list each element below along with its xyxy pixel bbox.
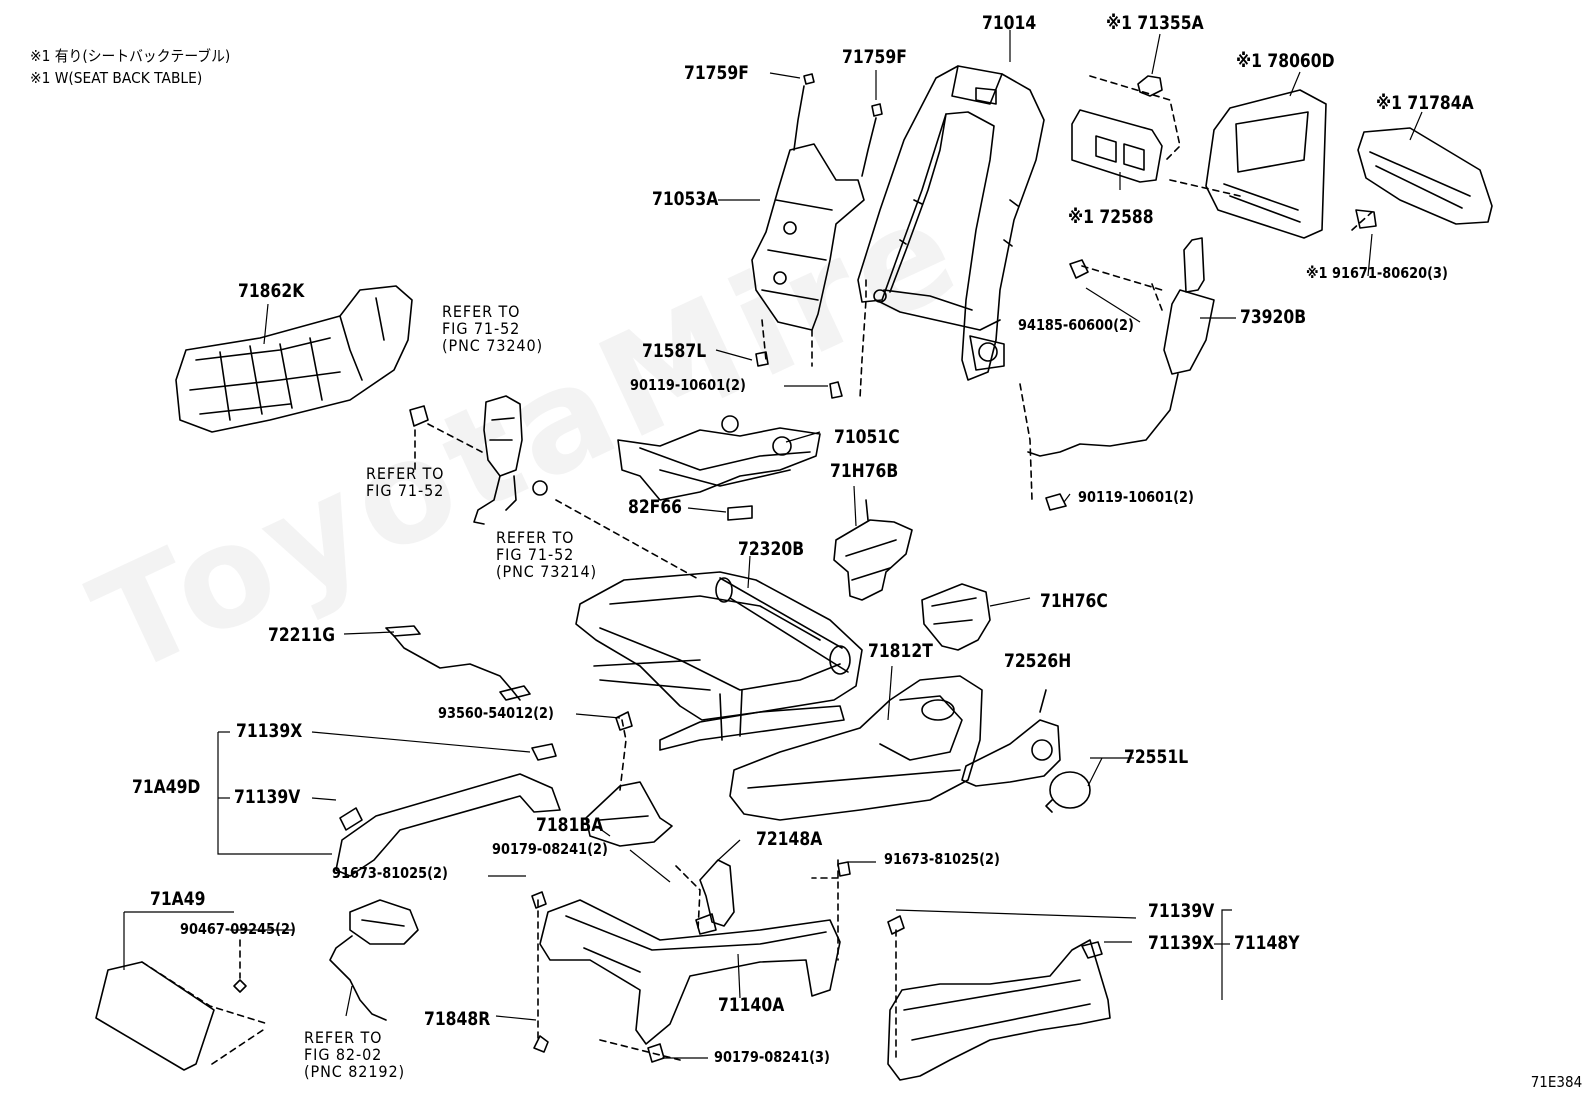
label-71A49D[interactable]: 71A49D <box>132 776 201 798</box>
label-71139V-right[interactable]: 71139V <box>1148 900 1215 922</box>
refer-to-fig-71-52-pnc-73214[interactable]: REFER TO FIG 71-52 (PNC 73214) <box>496 528 598 581</box>
seatback-frame-71014 <box>857 65 1045 381</box>
cover-71H76C <box>921 583 991 651</box>
label-71053A[interactable]: 71053A <box>652 188 719 210</box>
label-71140A[interactable]: 71140A <box>718 994 785 1016</box>
refer-to-fig-71-52[interactable]: REFER TO FIG 71-52 <box>366 464 445 500</box>
side-shield-71812T <box>729 675 983 821</box>
label-90119-10601-lower[interactable]: 90119-10601(2) <box>1078 488 1194 506</box>
note-line-1: ※1 有り(シートバックテーブル) <box>30 47 231 65</box>
label-72320B[interactable]: 72320B <box>738 538 805 560</box>
label-91673-81025-left[interactable]: 91673-81025(2) <box>332 864 448 882</box>
label-71051C[interactable]: 71051C <box>834 426 900 448</box>
label-71848R[interactable]: 71848R <box>424 1008 491 1030</box>
label-90467-09245[interactable]: 90467-09245(2) <box>180 920 296 938</box>
frame-71140A <box>531 859 851 1063</box>
bracket-71A49D <box>335 743 561 877</box>
label-78060D[interactable]: ※1 78060D <box>1236 50 1335 72</box>
note-line-2: ※1 W(SEAT BACK TABLE) <box>30 69 203 87</box>
label-71014[interactable]: 71014 <box>982 12 1037 34</box>
label-72551L[interactable]: 72551L <box>1124 746 1189 768</box>
refer-to-fig-82-02-pnc-82192[interactable]: REFER TO FIG 82-02 (PNC 82192) <box>304 1028 406 1081</box>
label-72526H[interactable]: 72526H <box>1004 650 1072 672</box>
label-71355A[interactable]: ※1 71355A <box>1106 12 1204 34</box>
label-71784A[interactable]: ※1 71784A <box>1376 92 1474 114</box>
label-91671-80620[interactable]: ※1 91671-80620(3) <box>1306 264 1448 282</box>
label-71A49[interactable]: 71A49 <box>150 888 206 910</box>
label-71139V-left[interactable]: 71139V <box>234 786 301 808</box>
bracket-7181BA <box>585 711 673 847</box>
cover-71784A <box>1351 127 1493 231</box>
refer-to-fig-71-52-pnc-73240[interactable]: REFER TO FIG 71-52 (PNC 73240) <box>442 302 544 355</box>
table-78060D <box>1169 89 1327 239</box>
bracket-71053A <box>751 73 883 367</box>
cushion-cover-71862K <box>175 285 413 433</box>
cover-71148Y <box>887 915 1111 1081</box>
label-71H76C[interactable]: 71H76C <box>1040 590 1108 612</box>
panel-71A49 <box>95 939 269 1071</box>
label-94185-60600[interactable]: 94185-60600(2) <box>1018 316 1134 334</box>
label-71139X-right[interactable]: 71139X <box>1148 932 1215 954</box>
label-71812T[interactable]: 71812T <box>868 640 933 662</box>
label-71587L[interactable]: 71587L <box>642 340 707 362</box>
label-90179-08241-lower[interactable]: 90179-08241(3) <box>714 1048 830 1066</box>
label-72148A[interactable]: 72148A <box>756 828 823 850</box>
knob-72526H <box>961 689 1061 787</box>
label-71759F-right[interactable]: 71759F <box>842 46 907 68</box>
label-91673-81025-right[interactable]: 91673-81025(2) <box>884 850 1000 868</box>
label-93560-54012[interactable]: 93560-54012(2) <box>438 704 554 722</box>
cushion-frame-72320B <box>575 571 863 751</box>
label-72588[interactable]: ※1 72588 <box>1068 206 1154 228</box>
cap-72551L <box>1045 771 1091 813</box>
diagram-code: 71E384 <box>1530 1073 1582 1091</box>
part-71355A <box>1137 75 1163 97</box>
cable-assembly <box>329 899 419 1021</box>
label-82F66[interactable]: 82F66 <box>628 496 683 518</box>
label-71148Y[interactable]: 71148Y <box>1234 932 1300 954</box>
label-90179-08241-upper[interactable]: 90179-08241(2) <box>492 840 608 858</box>
harness-71051C <box>617 279 867 521</box>
rod-72211G <box>385 625 531 701</box>
label-90119-10601-upper[interactable]: 90119-10601(2) <box>630 376 746 394</box>
label-71862K[interactable]: 71862K <box>238 280 305 302</box>
label-73920B[interactable]: 73920B <box>1240 306 1307 328</box>
label-7181BA[interactable]: 7181BA <box>536 814 604 836</box>
cover-71H76B <box>833 499 913 601</box>
bracket-72588 <box>1071 75 1181 183</box>
bracket-72148A <box>675 859 735 935</box>
headrest-support-73920B <box>1019 237 1215 511</box>
seatbelt-buckle <box>409 395 701 581</box>
label-72211G[interactable]: 72211G <box>268 624 335 646</box>
label-71H76B[interactable]: 71H76B <box>830 460 899 482</box>
label-71139X-left[interactable]: 71139X <box>236 720 303 742</box>
label-71759F-left[interactable]: 71759F <box>684 62 749 84</box>
